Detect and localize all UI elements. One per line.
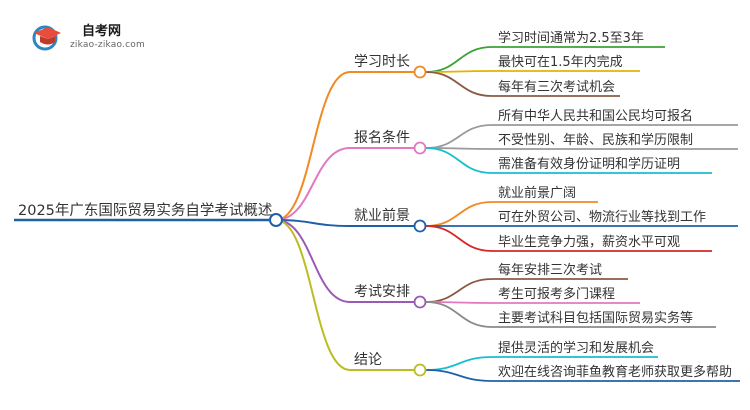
root-node-circle[interactable] (269, 213, 283, 227)
logo-subtitle: zikao-zikao.com (70, 40, 145, 50)
leaf-node-label: 考生可报考多门课程 (498, 286, 615, 302)
leaf-node-label: 主要考试科目包括国际贸易实务等 (498, 310, 693, 326)
leaf-link (425, 71, 493, 97)
branch-link (275, 71, 351, 221)
leaf-link (425, 46, 493, 73)
branch-node-label: 结论 (354, 352, 382, 368)
mind-map-links (14, 46, 740, 382)
leaf-link (425, 278, 493, 303)
leaf-link (425, 301, 493, 328)
branch-node-circle[interactable] (413, 219, 427, 233)
leaf-node-label: 每年安排三次考试 (498, 262, 602, 278)
leaf-node-label: 所有中华人民共和国公民均可报名 (498, 108, 693, 124)
leaf-node-label: 提供灵活的学习和发展机会 (498, 340, 654, 356)
branch-link (275, 219, 351, 227)
leaf-node-label: 需准备有效身份证明和学历证明 (498, 156, 680, 172)
leaf-link (425, 225, 493, 252)
branch-link (275, 219, 351, 303)
site-logo[interactable]: 自考网 zikao-zikao.com (30, 18, 170, 54)
leaf-node-label: 学习时间通常为2.5至3年 (498, 30, 644, 46)
leaf-link (425, 124, 493, 149)
leaf-node-label: 不受性别、年龄、民族和学历限制 (498, 132, 693, 148)
leaf-node-label: 可在外贸公司、物流行业等找到工作 (498, 209, 706, 225)
branch-node-circle[interactable] (413, 141, 427, 155)
leaf-link (425, 201, 493, 227)
branch-node-label: 学习时长 (354, 54, 410, 70)
leaf-node-label: 每年有三次考试机会 (498, 79, 615, 95)
graduation-cap-icon (32, 25, 61, 51)
mind-map-nodes: 2025年广东国际贸易实务自学考试概述 学习时长 学习时间通常为2.5至3年最快可在… (18, 30, 732, 380)
leaf-node-label: 欢迎在线咨询菲鱼教育老师获取更多帮助 (498, 364, 732, 380)
root-node-label: 2025年广东国际贸易实务自学考试概述 (18, 202, 272, 219)
leaf-link (425, 369, 493, 382)
logo-title: 自考网 (82, 24, 122, 39)
branch-node-circle[interactable] (413, 295, 427, 309)
branch-node-label: 就业前景 (354, 207, 410, 224)
branch-link (275, 219, 351, 371)
branch-node-label: 考试安排 (354, 284, 410, 300)
leaf-node-label: 最快可在1.5年内完成 (498, 54, 623, 70)
branch-node-circle[interactable] (413, 65, 427, 79)
leaf-link (425, 147, 493, 174)
branch-link (275, 147, 351, 221)
leaf-link (425, 70, 493, 73)
leaf-node-label: 就业前景广阔 (498, 185, 576, 201)
leaf-link (425, 356, 493, 371)
branch-node-label: 报名条件 (354, 129, 410, 146)
leaf-node-label: 毕业生竞争力强，薪资水平可观 (498, 234, 680, 250)
branch-node-circle[interactable] (413, 363, 427, 377)
